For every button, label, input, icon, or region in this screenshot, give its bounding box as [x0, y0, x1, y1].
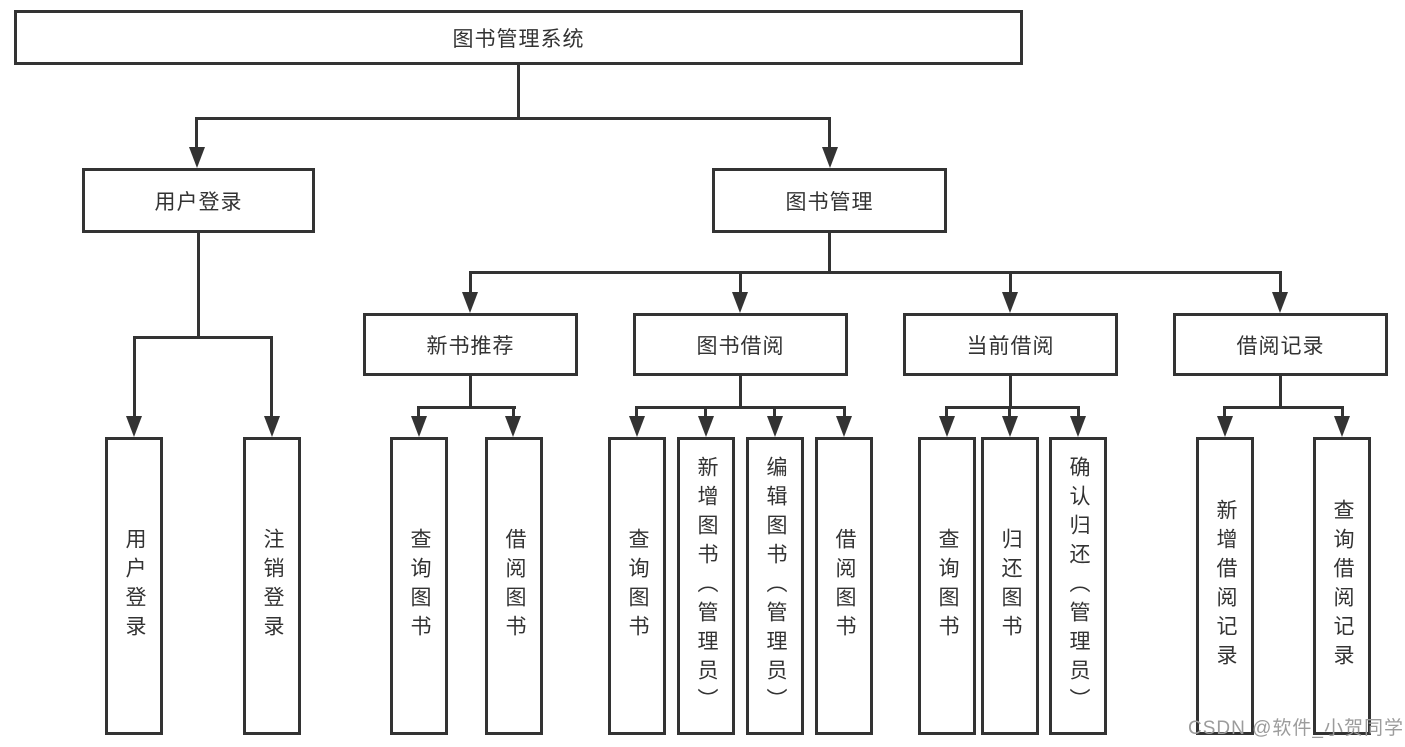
connector-line	[1009, 376, 1012, 409]
arrowhead-icon	[629, 416, 645, 437]
arrowhead-icon	[1272, 292, 1288, 313]
connector-line	[704, 406, 707, 418]
connector-line	[133, 336, 136, 417]
node-current-borrow: 当前借阅	[903, 313, 1118, 376]
connector-line	[1341, 406, 1344, 418]
connector-line	[512, 406, 515, 418]
arrowhead-icon	[698, 416, 714, 437]
connector-line	[1279, 376, 1282, 409]
connector-line	[635, 406, 846, 409]
node-book-borrow: 图书借阅	[633, 313, 848, 376]
connector-line	[1008, 406, 1011, 418]
connector-line	[828, 233, 831, 273]
leaf-query-books: 查询图书	[608, 437, 666, 735]
connector-line	[1009, 271, 1012, 293]
arrowhead-icon	[732, 292, 748, 313]
connector-line	[417, 406, 420, 418]
leaf-borrow-books: 借阅图书	[485, 437, 543, 735]
connector-line	[469, 376, 472, 409]
leaf-query-books: 查询图书	[390, 437, 448, 735]
connector-line	[739, 271, 742, 293]
arrowhead-icon	[1334, 416, 1350, 437]
connector-line	[1077, 406, 1080, 418]
arrowhead-icon	[822, 147, 838, 168]
leaf-user-login: 用户登录	[105, 437, 163, 735]
connector-line	[843, 406, 846, 418]
arrowhead-icon	[1002, 416, 1018, 437]
arrowhead-icon	[1217, 416, 1233, 437]
arrowhead-icon	[939, 416, 955, 437]
connector-line	[739, 376, 742, 409]
connector-line	[270, 336, 273, 417]
connector-line	[197, 233, 200, 339]
arrowhead-icon	[1002, 292, 1018, 313]
leaf-confirm-return-admin: 确认归还（管理员）	[1049, 437, 1107, 735]
connector-line	[945, 406, 1080, 409]
leaf-query-books: 查询图书	[918, 437, 976, 735]
connector-line	[1223, 406, 1344, 409]
connector-line	[1279, 271, 1282, 293]
arrowhead-icon	[1070, 416, 1086, 437]
node-new-book-recommend: 新书推荐	[363, 313, 578, 376]
connector-line	[417, 406, 516, 409]
connector-line	[133, 336, 273, 339]
leaf-edit-books-admin: 编辑图书（管理员）	[746, 437, 804, 735]
arrowhead-icon	[505, 416, 521, 437]
leaf-query-borrow-record: 查询借阅记录	[1313, 437, 1371, 735]
arrowhead-icon	[126, 416, 142, 437]
watermark: CSDN @软件_小贺同学	[1188, 718, 1404, 739]
node-book-management: 图书管理	[712, 168, 947, 233]
connector-line	[195, 117, 198, 148]
connector-line	[469, 271, 1282, 274]
leaf-borrow-books: 借阅图书	[815, 437, 873, 735]
connector-line	[1223, 406, 1226, 418]
connector-line	[469, 271, 472, 293]
connector-line	[635, 406, 638, 418]
leaf-add-books-admin: 新增图书（管理员）	[677, 437, 735, 735]
arrowhead-icon	[767, 416, 783, 437]
connector-line	[828, 117, 831, 148]
node-root: 图书管理系统	[14, 10, 1023, 65]
arrowhead-icon	[264, 416, 280, 437]
node-borrow-records: 借阅记录	[1173, 313, 1388, 376]
connector-line	[517, 65, 520, 117]
connector-line	[195, 117, 831, 120]
leaf-return-books: 归还图书	[981, 437, 1039, 735]
connector-line	[945, 406, 948, 418]
node-user-login: 用户登录	[82, 168, 315, 233]
arrowhead-icon	[411, 416, 427, 437]
arrowhead-icon	[189, 147, 205, 168]
leaf-logout: 注销登录	[243, 437, 301, 735]
connector-line	[773, 406, 776, 418]
leaf-add-borrow-record: 新增借阅记录	[1196, 437, 1254, 735]
arrowhead-icon	[462, 292, 478, 313]
arrowhead-icon	[836, 416, 852, 437]
